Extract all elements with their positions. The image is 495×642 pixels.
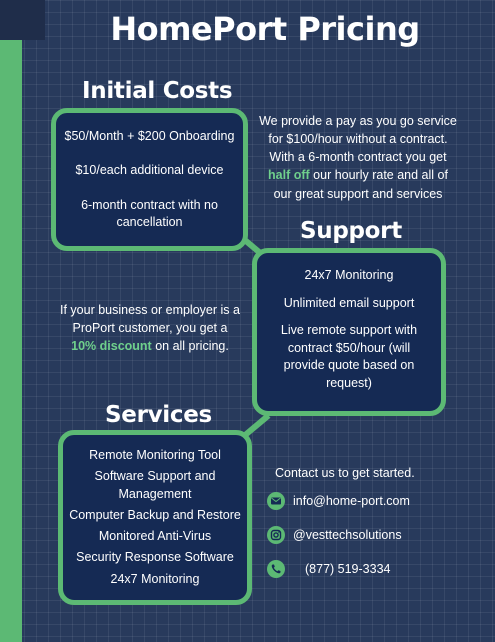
contact-instagram-row[interactable]: @vesttechsolutions [267, 526, 402, 544]
phone-icon [267, 560, 285, 578]
contact-instagram[interactable]: @vesttechsolutions [293, 528, 402, 542]
support-item: 24x7 Monitoring [304, 268, 394, 282]
support-heading: Support [300, 218, 402, 244]
initial-cost-item: $10/each additional device [75, 163, 224, 177]
proport-discount-text: If your business or employer is a ProPor… [60, 303, 240, 354]
initial-costs-heading: Initial Costs [82, 78, 233, 104]
service-item: Computer Backup and Restore [69, 507, 241, 522]
service-item: Security Response Software [76, 550, 234, 565]
support-item: Live remote support with contract $50/ho… [280, 323, 418, 390]
services-card: Remote Monitoring Tool Software Support … [58, 430, 252, 605]
services-heading: Services [105, 402, 212, 428]
service-item: Remote Monitoring Tool [89, 447, 221, 462]
half-off-highlight: half off [268, 168, 310, 183]
contact-email-row[interactable]: info@home-port.com [267, 492, 410, 510]
contact-email[interactable]: info@home-port.com [293, 494, 410, 508]
contact-intro: Contact us to get started. [275, 466, 415, 480]
corner-block [0, 0, 45, 40]
support-card: 24x7 Monitoring Unlimited email support … [252, 248, 446, 416]
discount-highlight: 10% discount [71, 339, 152, 354]
service-item: 24x7 Monitoring [110, 571, 200, 586]
envelope-icon [267, 492, 285, 510]
page-title: HomePort Pricing [110, 10, 420, 48]
pay-as-you-go-text: We provide a pay as you go service for $… [259, 114, 457, 201]
service-item: Monitored Anti-Virus [98, 529, 212, 544]
contact-phone[interactable]: (877) 519-3334 [305, 562, 391, 576]
green-side-stripe [0, 40, 22, 642]
contact-phone-row[interactable]: (877) 519-3334 [267, 560, 390, 578]
initial-costs-card: $50/Month + $200 Onboarding $10/each add… [51, 108, 248, 251]
support-item: Unlimited email support [283, 295, 415, 310]
instagram-icon [267, 526, 285, 544]
initial-cost-item: $50/Month + $200 Onboarding [64, 128, 235, 143]
initial-cost-item: 6-month contract with no cancellation [81, 197, 218, 230]
service-item: Software Support and Management [94, 469, 216, 501]
